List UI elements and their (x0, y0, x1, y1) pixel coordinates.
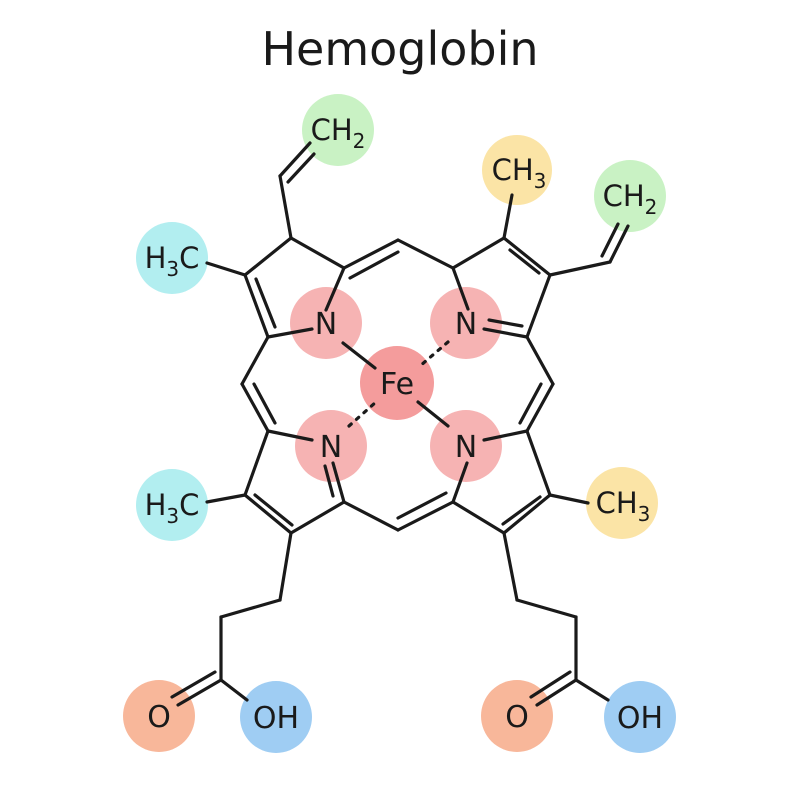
oxygen-right-highlight (481, 680, 553, 752)
oxygen-label-left: O (147, 700, 171, 735)
oxygen-label-right: O (505, 700, 529, 735)
vinyl-label-right: CH2 (603, 179, 658, 219)
hydroxyl-label-right: OH (617, 701, 663, 736)
nitrogen-label-bottom-left: N (320, 430, 342, 465)
nitrogen-bottom-left-highlight (295, 410, 367, 482)
hydroxyl-left-highlight (240, 681, 312, 753)
nitrogen-label-top-right: N (455, 307, 477, 342)
nitrogen-top-left-highlight (290, 287, 362, 359)
methyl-left-bottom-highlight (136, 469, 208, 541)
vinyl-label-top-left: CH2 (311, 113, 366, 153)
methyl-label-right-bottom: CH3 (596, 486, 651, 526)
methyl-right-bottom-highlight (586, 467, 658, 539)
methyl-label-left-top: H3C (145, 241, 200, 281)
page-title: Hemoglobin (261, 22, 539, 76)
vinyl-top-left-highlight (302, 94, 374, 166)
nitrogen-bottom-right-highlight (430, 410, 502, 482)
nitrogen-label-top-left: N (315, 307, 337, 342)
nitrogen-label-bottom-right: N (455, 430, 477, 465)
bonds (170, 141, 630, 707)
atom-highlights (123, 94, 676, 753)
methyl-left-top-highlight (136, 222, 208, 294)
methyl-top-right-highlight (482, 135, 552, 205)
hydroxyl-label-left: OH (253, 701, 299, 736)
hydroxyl-right-highlight (604, 681, 676, 753)
vinyl-right-highlight (594, 160, 666, 232)
oxygen-left-highlight (123, 680, 195, 752)
methyl-label-top-right: CH3 (492, 153, 547, 193)
methyl-label-left-bottom: H3C (145, 488, 200, 528)
iron-label: Fe (380, 367, 414, 402)
atom-labels: Fe N N N N CH2 CH2 CH3 CH3 H3C H3C O O O… (145, 113, 663, 736)
iron-highlight (360, 346, 434, 420)
